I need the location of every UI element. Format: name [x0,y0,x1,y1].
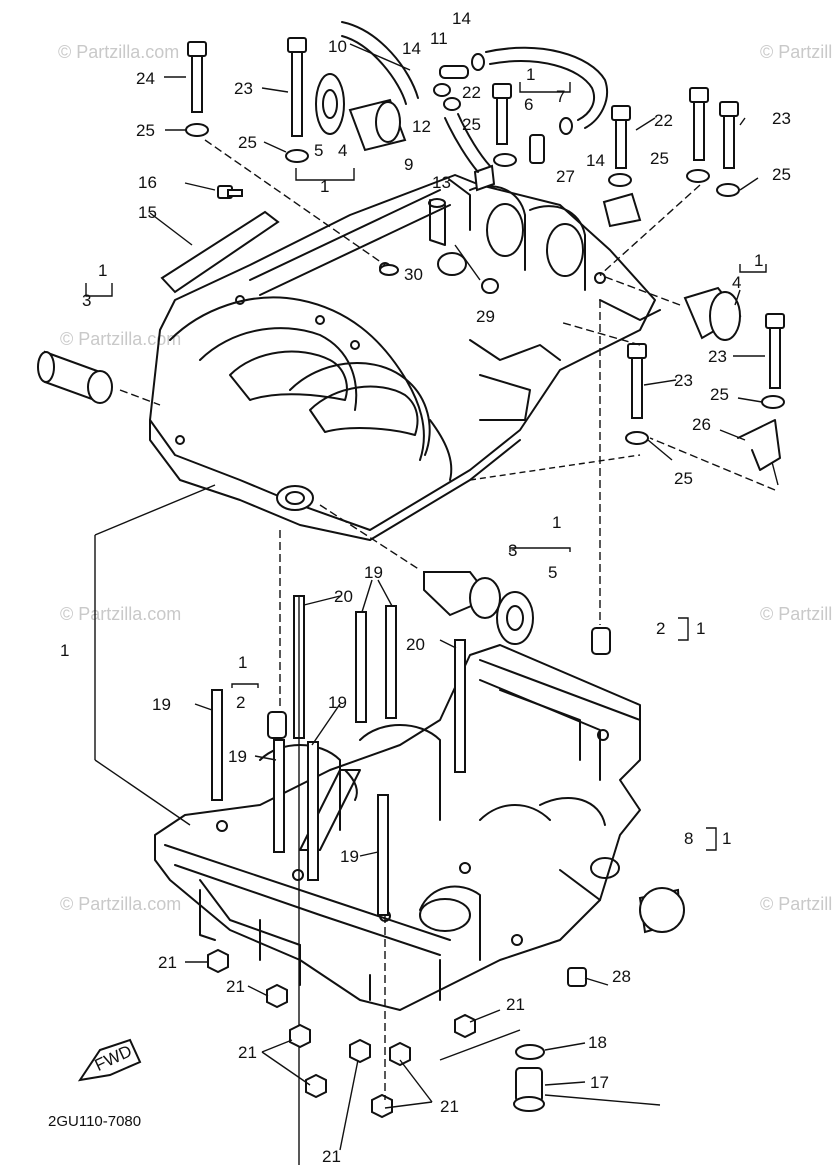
callout-22: 22 [654,111,673,130]
upper-crankcase [149,174,661,541]
callout-21: 21 [226,977,245,996]
callout-14: 14 [452,9,471,28]
callout-14: 14 [402,39,421,58]
group-brackets [85,82,779,851]
callout-4: 4 [338,141,347,160]
callout-4: 4 [732,273,741,292]
callout-20: 20 [406,635,425,654]
watermark: © Partzilla.com [60,604,181,624]
callout-1: 1 [238,653,247,672]
callout-21: 21 [322,1147,341,1166]
callout-7: 7 [556,87,565,106]
callout-1: 1 [696,619,705,638]
callout-15: 15 [138,203,157,222]
callout-21: 21 [506,995,525,1014]
callout-14: 14 [586,151,605,170]
callout-21: 21 [158,953,177,972]
callout-19: 19 [340,847,359,866]
callout-16: 16 [138,173,157,192]
callout-25: 25 [136,121,155,140]
callout-10: 10 [328,37,347,56]
callout-12: 12 [412,117,431,136]
callout-25: 25 [650,149,669,168]
callout-23: 23 [674,371,693,390]
callout-1: 1 [320,177,329,196]
callout-5: 5 [548,563,557,582]
callout-25: 25 [674,469,693,488]
fwd-arrow: FWD [77,1038,142,1082]
callout-17: 17 [590,1073,609,1092]
callout-2: 2 [236,693,245,712]
callout-28: 28 [612,967,631,986]
bolts [185,37,785,445]
callout-3: 3 [82,291,91,310]
callout-1: 1 [98,261,107,280]
watermark: © Partzilla.com [60,329,181,349]
callout-13: 13 [432,173,451,192]
callout-25: 25 [462,115,481,134]
diagram-code: 2GU110-7080 [48,1113,141,1130]
nuts-21 [207,948,476,1119]
callout-23: 23 [234,79,253,98]
callout-labels: 24 25 23 25 5 4 1 10 14 11 14 22 12 25 9… [60,9,791,1166]
callout-22: 22 [462,83,481,102]
callout-29: 29 [476,307,495,326]
callout-3: 3 [508,541,517,560]
callout-1: 1 [60,641,69,660]
lower-crankcase [154,644,641,1011]
callout-20: 20 [334,587,353,606]
callout-21: 21 [440,1097,459,1116]
watermark: © Partzilla.com [760,604,832,624]
watermark: © Partzilla.com [760,42,832,62]
callout-25: 25 [710,385,729,404]
studs [211,595,466,1165]
callout-30: 30 [404,265,423,284]
callout-9: 9 [404,155,413,174]
leader-lines [94,43,776,1151]
callout-23: 23 [772,109,791,128]
callout-19: 19 [228,747,247,766]
callout-1: 1 [754,251,763,270]
callout-27: 27 [556,167,575,186]
callout-18: 18 [588,1033,607,1052]
callout-26: 26 [692,415,711,434]
callout-19: 19 [364,563,383,582]
watermark: © Partzilla.com [60,894,181,914]
callout-19: 19 [328,693,347,712]
callout-25: 25 [772,165,791,184]
bearings-and-seals [37,73,781,1112]
callout-19: 19 [152,695,171,714]
callout-1: 1 [722,829,731,848]
callout-8: 8 [684,829,693,848]
callout-11: 11 [430,29,448,48]
callout-23: 23 [708,347,727,366]
callout-5: 5 [314,141,323,160]
watermark: © Partzilla.com [58,42,179,62]
watermark: © Partzilla.com [760,894,832,914]
callout-2: 2 [656,619,665,638]
callout-1: 1 [552,513,561,532]
callout-6: 6 [524,95,533,114]
callout-24: 24 [136,69,155,88]
hoses [341,21,608,173]
callout-1: 1 [526,65,535,84]
callout-25: 25 [238,133,257,152]
watermarks: © Partzilla.com © Partzilla.com © Partzi… [58,42,832,914]
callout-21: 21 [238,1043,257,1062]
